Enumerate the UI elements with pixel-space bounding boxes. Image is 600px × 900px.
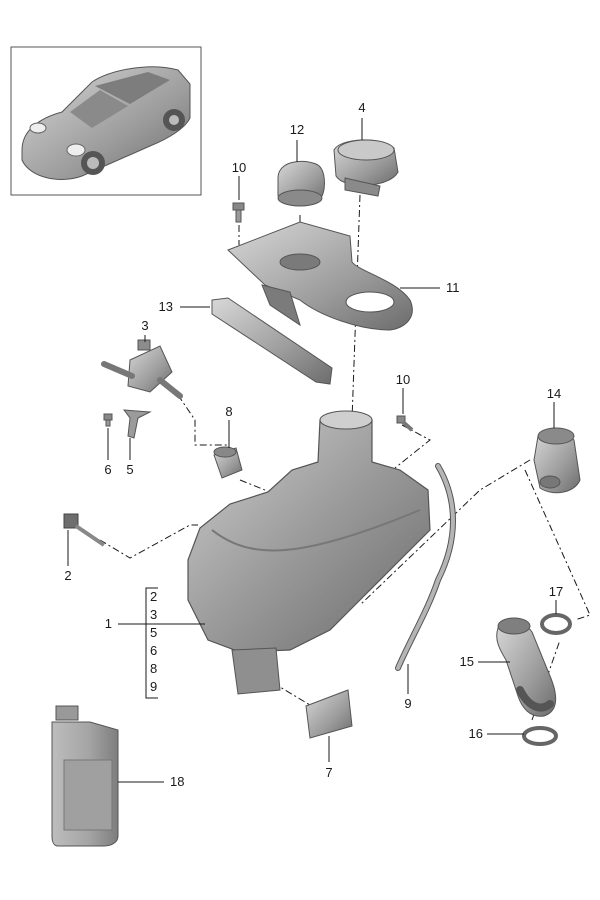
callout-13: 13 <box>159 299 173 314</box>
callout-18: 18 <box>170 774 184 789</box>
callout-12: 12 <box>290 122 304 137</box>
group-item-2: 3 <box>150 607 157 622</box>
part-10-bolt-upper <box>232 202 245 223</box>
callout-10-upper: 10 <box>232 160 246 175</box>
part-17-clamp <box>540 613 572 635</box>
callout-17: 17 <box>549 584 563 599</box>
callout-11: 11 <box>446 280 460 295</box>
part-5-clip <box>122 409 152 439</box>
assembly-lines <box>99 194 591 721</box>
part-12-small-cap <box>277 160 325 207</box>
part-11-bracket <box>227 221 413 331</box>
group-item-4: 6 <box>150 643 157 658</box>
callout-15: 15 <box>460 654 474 669</box>
callout-16: 16 <box>469 726 483 741</box>
callout-9: 9 <box>404 696 411 711</box>
part-14-connector <box>533 427 581 494</box>
part-6-screw <box>103 413 113 427</box>
callout-1: 1 <box>105 616 112 631</box>
callout-5: 5 <box>126 462 133 477</box>
part-7-pad <box>305 689 353 739</box>
callout-14: 14 <box>547 386 561 401</box>
callout-4: 4 <box>358 100 365 115</box>
part-15-elbow-hose <box>496 617 557 717</box>
part-4-filler-cap <box>333 139 399 197</box>
part-16-clamp <box>522 726 558 746</box>
callout-10-right: 10 <box>396 372 410 387</box>
leader-lines <box>67 118 557 783</box>
callout-3: 3 <box>141 318 148 333</box>
group-item-3: 5 <box>150 625 157 640</box>
callout-7: 7 <box>325 765 332 780</box>
part-10-bolt-right <box>396 415 414 432</box>
part-18-oil-bottle <box>51 705 119 847</box>
callout-2: 2 <box>64 568 71 583</box>
part-9-hose <box>395 463 456 671</box>
group-item-6: 9 <box>150 679 157 694</box>
car-thumbnail <box>10 46 202 196</box>
part-2-sensor <box>63 513 106 547</box>
group-item-1: 2 <box>150 589 157 604</box>
part-3-valve <box>101 339 183 399</box>
part-8-grommet <box>213 446 243 479</box>
callout-labels: 12 4 10 11 13 3 8 10 14 6 5 2 1 2 3 5 6 … <box>64 100 563 789</box>
callout-6: 6 <box>104 462 111 477</box>
group-item-5: 8 <box>150 661 157 676</box>
part-13-strip <box>211 297 333 385</box>
part-1-reservoir-tank <box>187 410 431 695</box>
callout-8: 8 <box>225 404 232 419</box>
